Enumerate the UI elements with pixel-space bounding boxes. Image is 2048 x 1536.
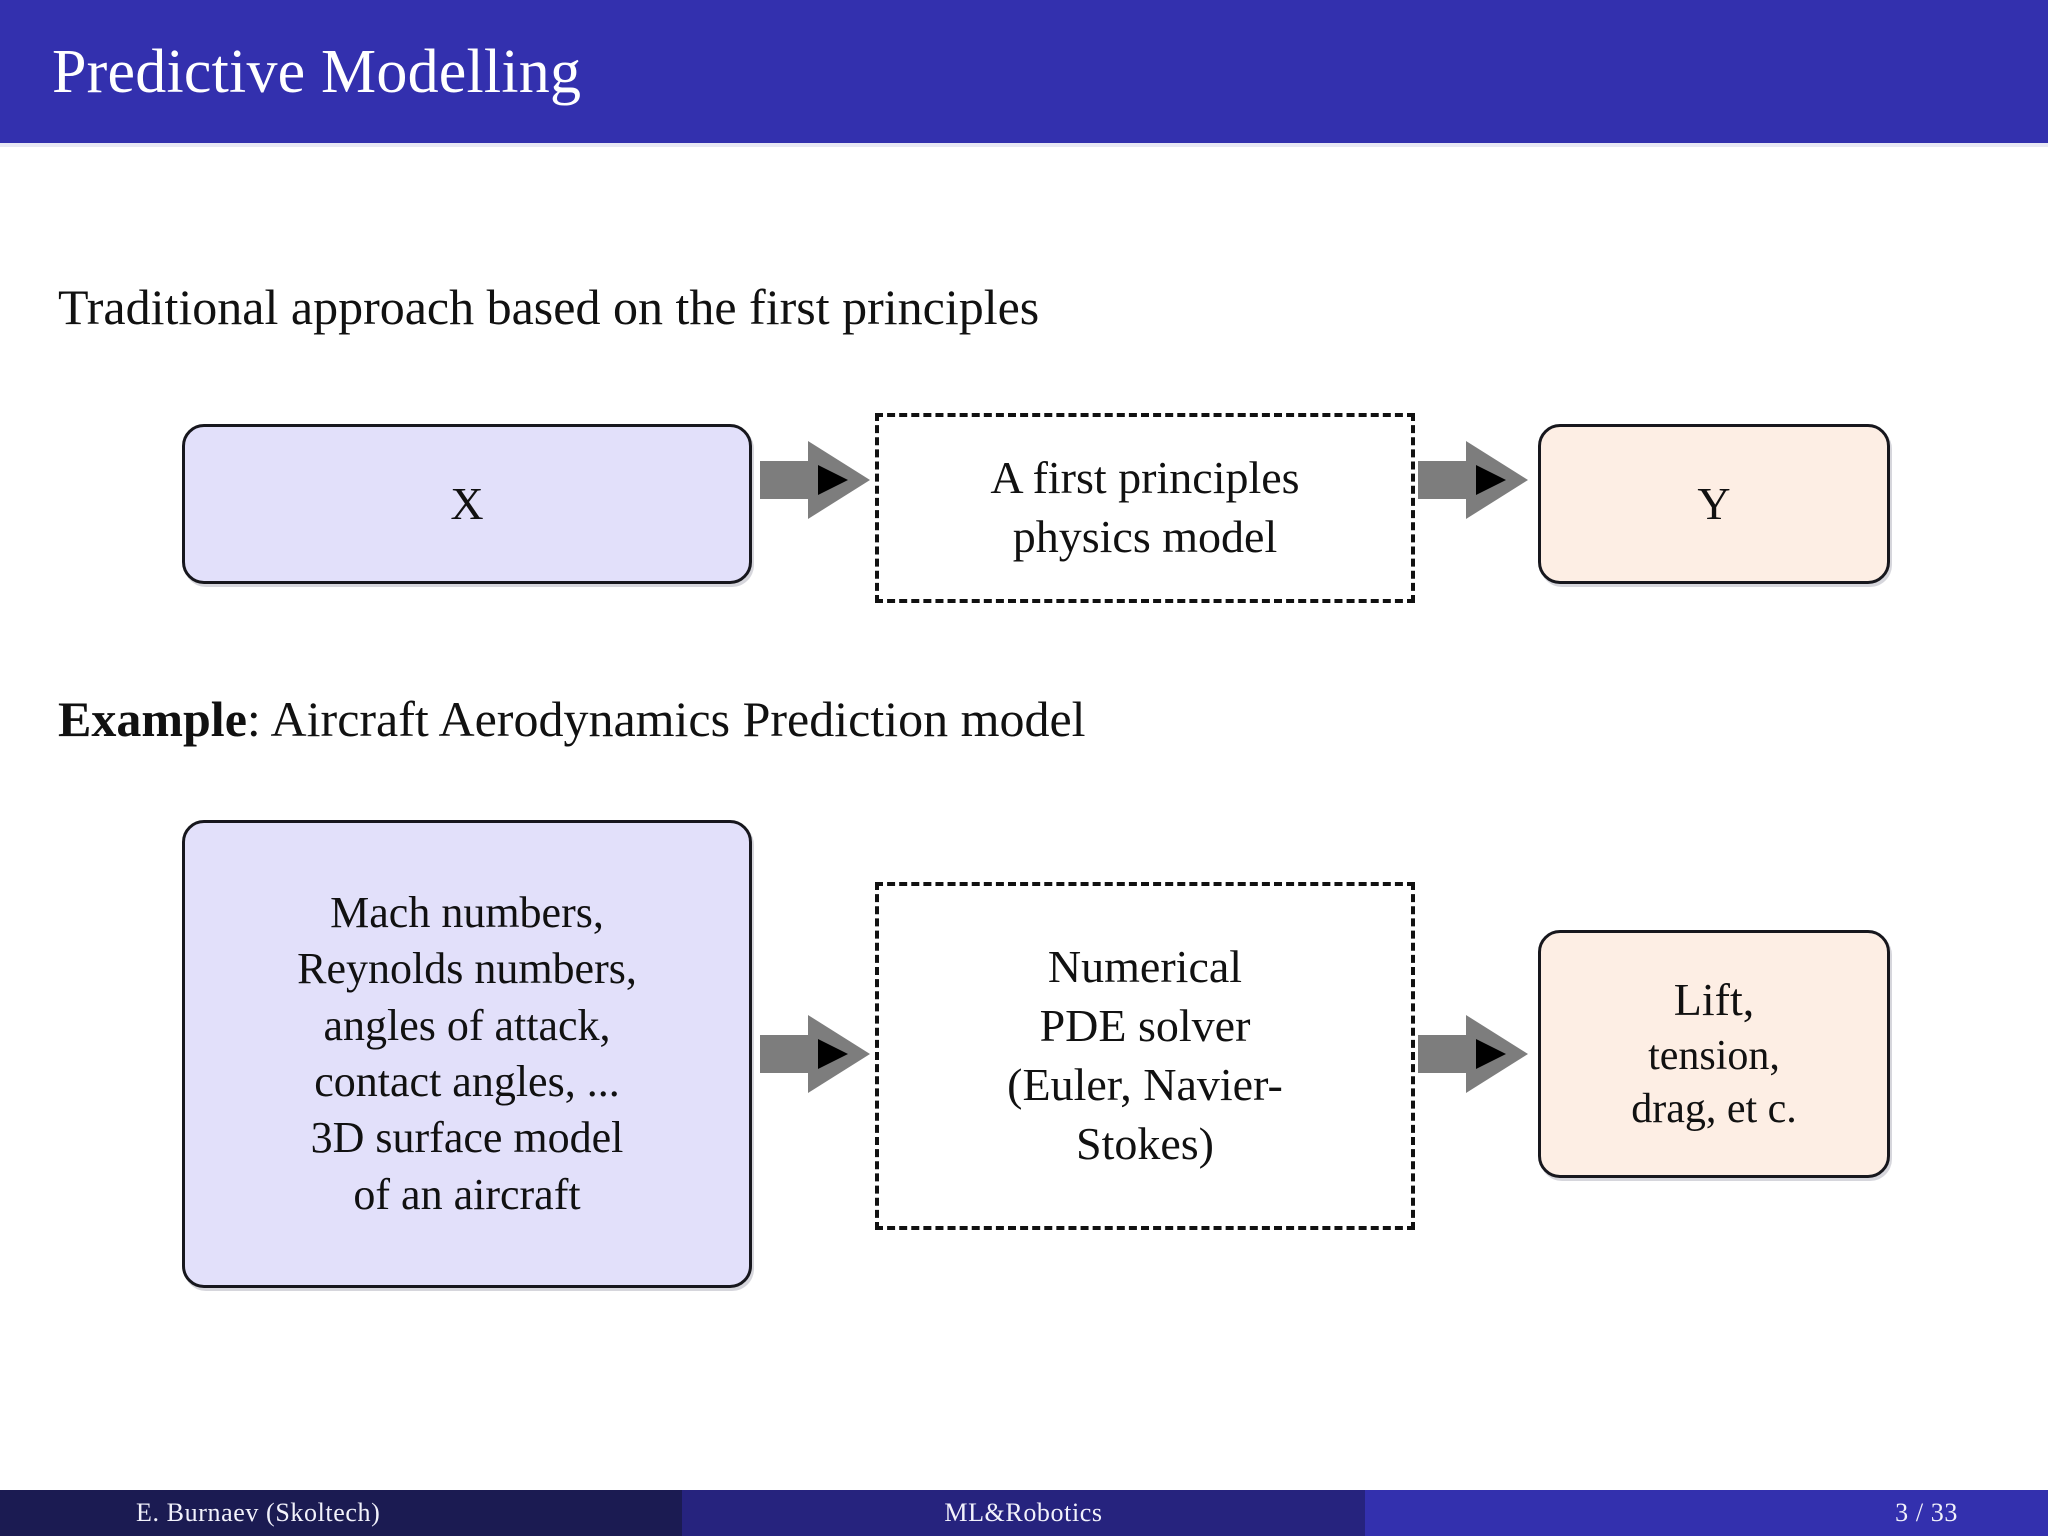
flow2-process-line-3: (Euler, Navier-	[1007, 1059, 1283, 1110]
flow2-input-line-1: Mach numbers,	[330, 888, 604, 938]
flow2-process-line-4: Stokes)	[1076, 1117, 1214, 1169]
flow2-output-box: Lift, tension, drag, et c.	[1538, 930, 1890, 1178]
flow2-output-line-3: drag, et c.	[1631, 1086, 1797, 1133]
arrow-inner-triangle	[818, 465, 848, 495]
flow2-arrow-1-icon	[760, 1015, 870, 1093]
flow2-input-line-6: of an aircraft	[353, 1169, 581, 1219]
slide-title-bar: Predictive Modelling	[0, 0, 2048, 143]
example-rest-label: : Aircraft Aerodynamics Prediction model	[246, 691, 1086, 747]
flow2-input-box: Mach numbers, Reynolds numbers, angles o…	[182, 820, 752, 1288]
flow1-arrow-2-icon	[1418, 441, 1528, 519]
lead-text-example: Example: Aircraft Aerodynamics Predictio…	[58, 690, 1086, 748]
flow2-input-line-3: angles of attack,	[323, 1000, 611, 1050]
flow1-input-box: X	[182, 424, 752, 584]
arrow-inner-triangle	[1476, 465, 1506, 495]
footer-page-number: 3 / 33	[1365, 1490, 2048, 1536]
slide-footer: E. Burnaev (Skoltech) ML&Robotics 3 / 33	[0, 1490, 2048, 1536]
flow1-output-label: Y	[1697, 477, 1731, 529]
flow2-output-line-2: tension,	[1648, 1032, 1780, 1079]
flow2-process-line-2: PDE solver	[1039, 1000, 1251, 1052]
flow1-input-label: X	[450, 477, 484, 529]
flow2-output-line-1: Lift,	[1673, 973, 1755, 1025]
footer-course: ML&Robotics	[682, 1490, 1365, 1536]
flow1-process-box: A first principles physics model	[875, 413, 1415, 603]
flow2-arrow-2-icon	[1418, 1015, 1528, 1093]
flow2-process-box: Numerical PDE solver (Euler, Navier- Sto…	[875, 882, 1415, 1230]
page-title: Predictive Modelling	[52, 37, 582, 106]
example-bold-label: Example	[58, 691, 247, 747]
flow2-input-line-2: Reynolds numbers,	[297, 944, 637, 994]
flow2-input-line-4: contact angles, ...	[314, 1057, 620, 1106]
lead-text-traditional-approach: Traditional approach based on the first …	[58, 279, 1040, 335]
flow1-process-line-1: A first principles	[990, 452, 1300, 504]
arrow-inner-triangle	[1476, 1039, 1506, 1069]
title-bar-underline	[0, 143, 2048, 147]
flow1-arrow-1-icon	[760, 441, 870, 519]
flow1-output-box: Y	[1538, 424, 1890, 584]
flow2-input-line-5: 3D surface model	[310, 1113, 624, 1163]
arrow-inner-triangle	[818, 1039, 848, 1069]
flow2-process-line-1: Numerical	[1047, 941, 1243, 993]
footer-author: E. Burnaev (Skoltech)	[0, 1490, 682, 1536]
flow1-process-line-2: physics model	[1012, 511, 1278, 562]
